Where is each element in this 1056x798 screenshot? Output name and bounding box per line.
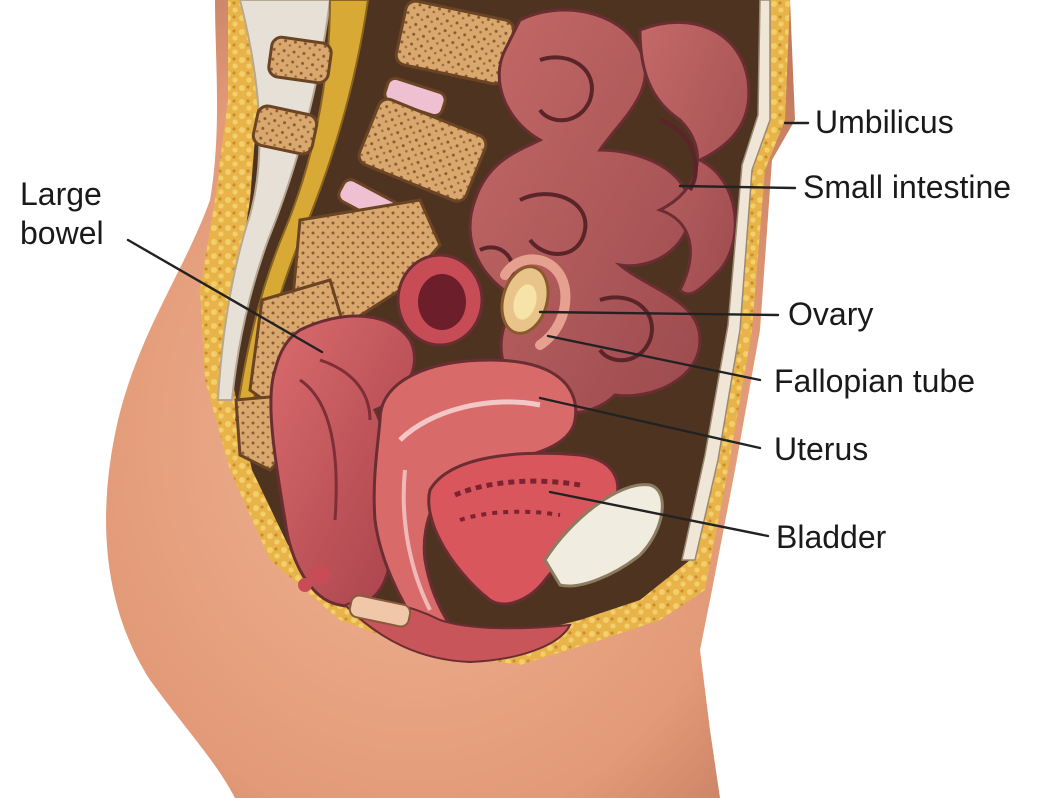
label-large-bowel-1: Large: [20, 176, 102, 212]
label-bladder: Bladder: [776, 519, 887, 555]
label-uterus: Uterus: [774, 431, 868, 467]
label-fallopian-tube: Fallopian tube: [774, 363, 975, 399]
label-large-bowel-2: bowel: [20, 215, 104, 251]
label-umbilicus: Umbilicus: [815, 104, 954, 140]
label-small-intestine: Small intestine: [803, 169, 1011, 205]
label-ovary: Ovary: [788, 296, 873, 332]
